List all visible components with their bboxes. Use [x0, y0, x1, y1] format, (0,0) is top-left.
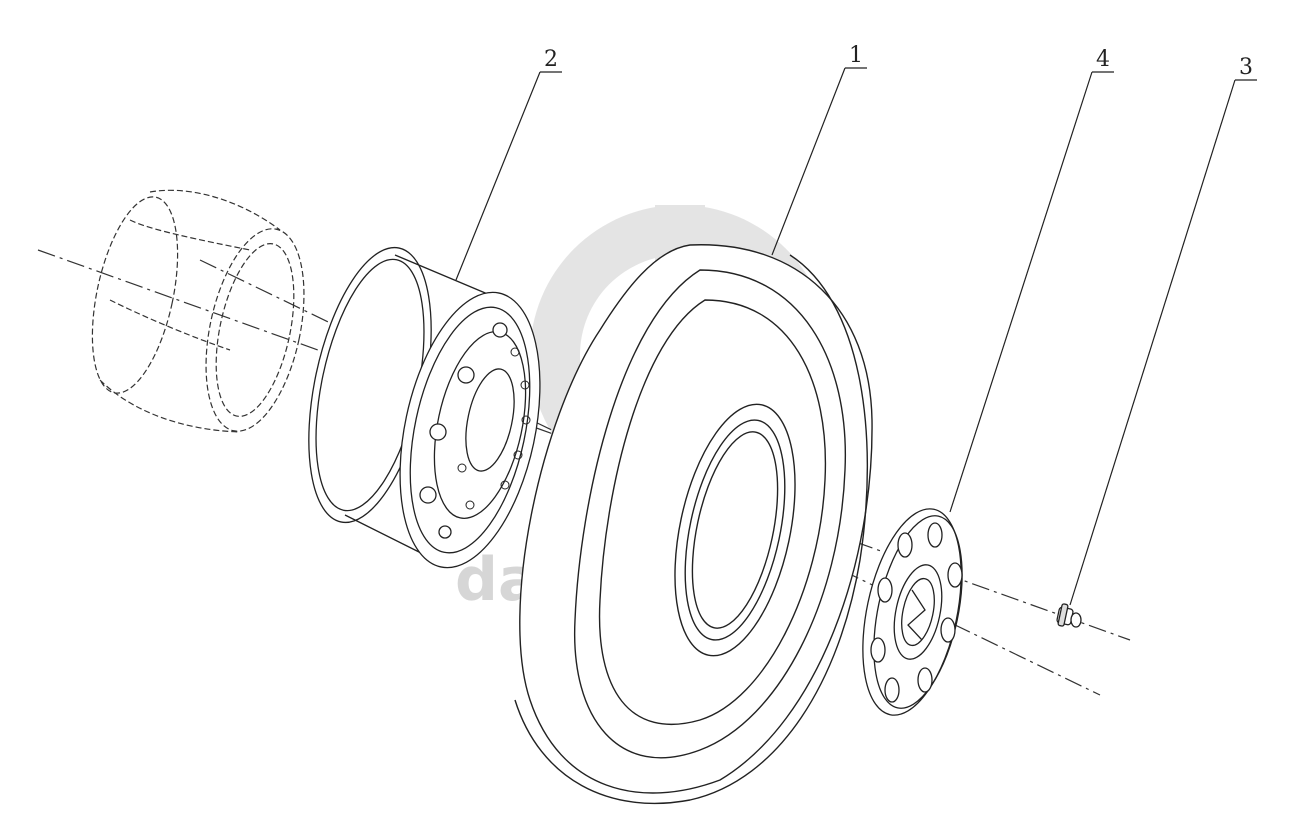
callout-2: 2: [544, 47, 558, 72]
callout-leaders: [455, 67, 1257, 606]
hub-cover: [862, 508, 963, 716]
brake-drum: [91, 189, 305, 433]
valve: [1056, 603, 1082, 628]
tire: [514, 244, 873, 804]
callout-1: 1: [849, 43, 863, 68]
callout-3: 3: [1239, 55, 1253, 80]
callout-4: 4: [1096, 47, 1110, 72]
wheel-rim: [308, 246, 541, 569]
